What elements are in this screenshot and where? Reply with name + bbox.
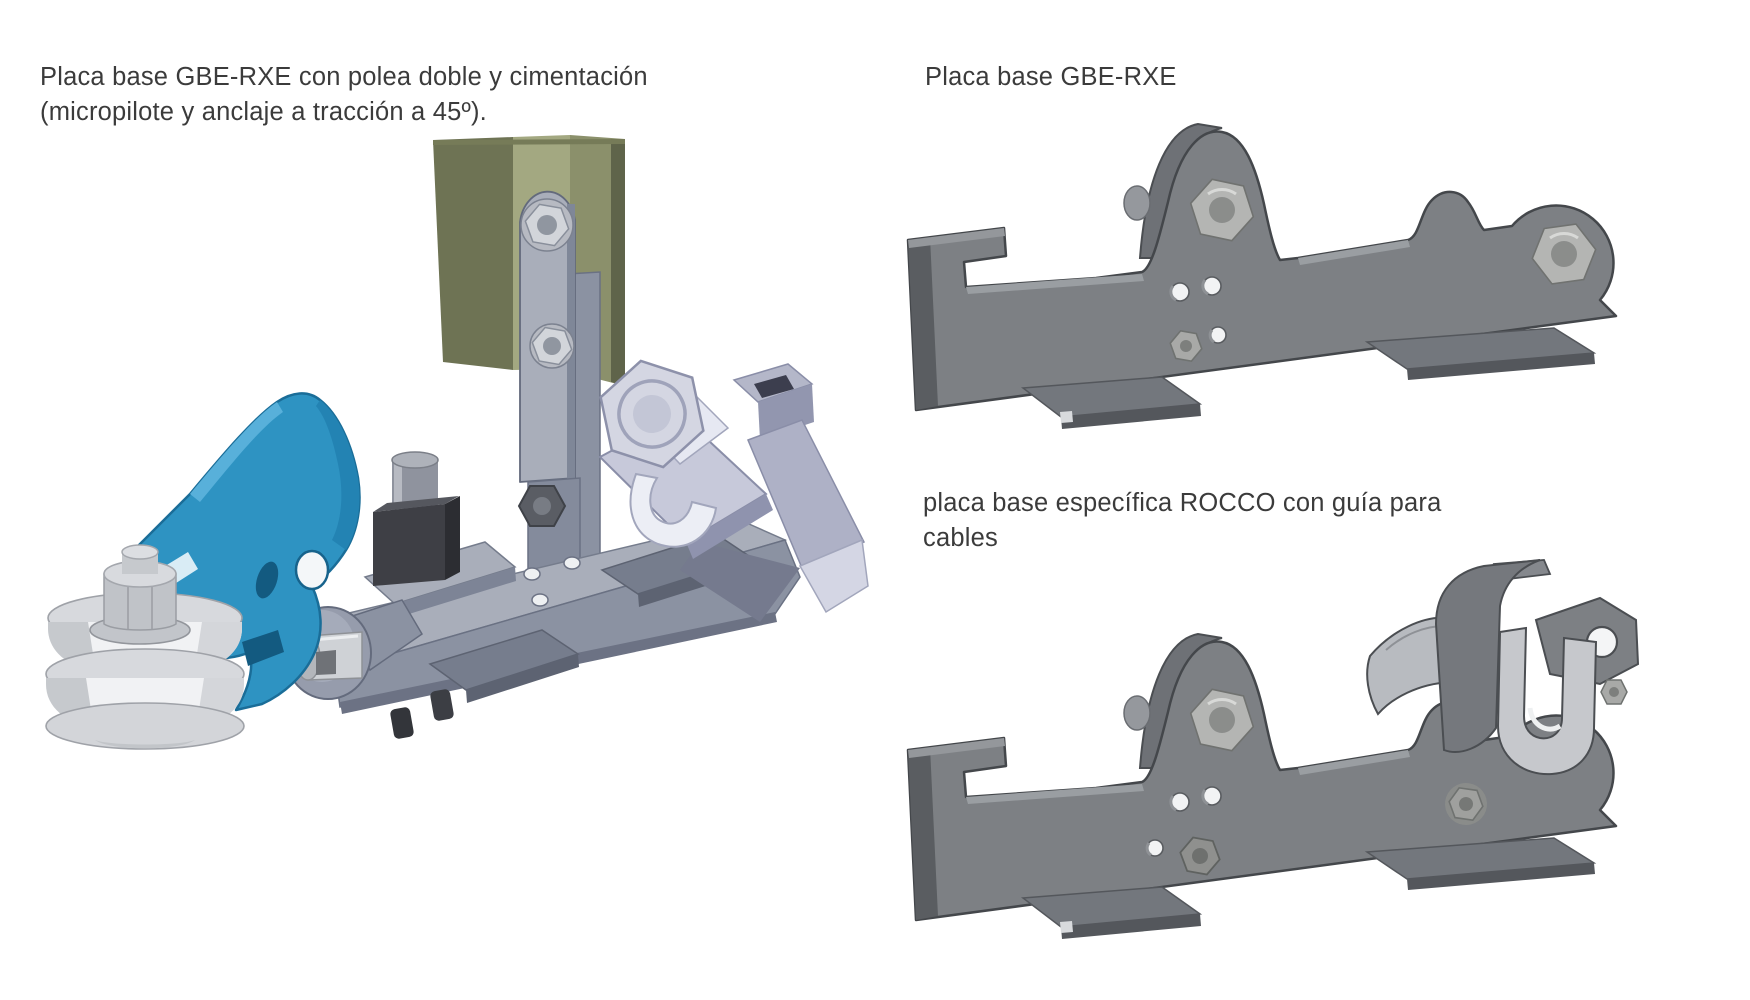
center-lug-bolt xyxy=(1189,178,1255,242)
right-lug-bolt xyxy=(1531,223,1597,285)
anchor-block xyxy=(363,451,517,618)
caption-rocco-plate: placa base específica ROCCO con guía par… xyxy=(923,486,1543,556)
lower-hex-bolt xyxy=(1169,329,1203,363)
double-pulley xyxy=(45,544,245,750)
strap-bolt-lower xyxy=(529,323,575,369)
caption-line: placa base específica ROCCO con guía par… xyxy=(923,488,1442,517)
cable-guide xyxy=(1366,559,1640,776)
base-plate-rocco xyxy=(906,632,1618,939)
guide-back-wall xyxy=(1434,559,1541,753)
plate-feet xyxy=(1020,327,1597,429)
anchor-bracket-45 xyxy=(598,359,869,622)
plate-silhouette xyxy=(906,130,1618,412)
figure-rocco-plate-render xyxy=(906,559,1640,939)
lower-hex-bolt xyxy=(1179,836,1221,876)
plate-feet xyxy=(1020,837,1597,939)
figure-pulley-assembly-render xyxy=(45,135,869,750)
guide-u-tube xyxy=(1496,626,1598,776)
guide-mount-bolt xyxy=(1445,783,1487,825)
plate-holes xyxy=(1169,276,1227,344)
caption-pulley-assembly: Placa base GBE-RXE con polea doble y cim… xyxy=(40,60,820,130)
caption-base-plate: Placa base GBE-RXE xyxy=(925,62,1177,91)
u-strap xyxy=(629,472,718,548)
anchor-hex-bolt xyxy=(599,359,705,469)
figure-base-plate-render xyxy=(906,122,1618,429)
caption-line: Placa base GBE-RXE con polea doble y cim… xyxy=(40,62,648,91)
caption-line: cables xyxy=(923,523,998,552)
center-lug-bolt xyxy=(1189,688,1255,752)
arm-hole xyxy=(294,549,330,591)
socket-box xyxy=(732,363,814,440)
base-plate-gbe-rxe xyxy=(906,122,1618,429)
strap-bolt-upper xyxy=(520,198,574,252)
strap-base-bolt xyxy=(517,485,567,527)
caption-line: (micropilote y anclaje a tracción a 45º)… xyxy=(40,97,487,126)
pulley-axle-nut xyxy=(89,544,191,645)
plate-holes xyxy=(1145,786,1222,857)
guide-scoop xyxy=(1366,616,1452,716)
